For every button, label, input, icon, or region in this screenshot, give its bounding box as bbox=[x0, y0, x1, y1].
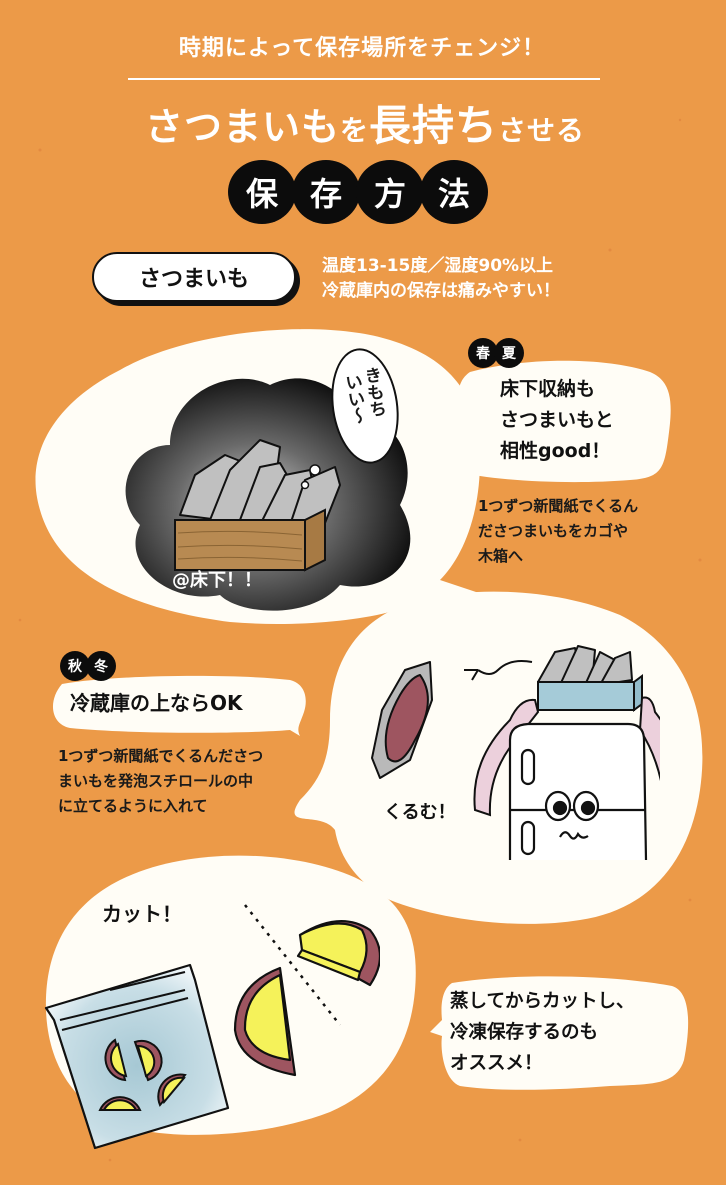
desc-line: 1つずつ新聞紙でくるん bbox=[478, 497, 639, 515]
desc-line: ださつまいもをカゴや bbox=[478, 522, 629, 540]
wooden-box-icon bbox=[174, 508, 326, 572]
bubble-line: 相性good！ bbox=[500, 440, 611, 462]
badge-autumn: 秋 bbox=[60, 651, 90, 681]
info-line: 温度13-15度／湿度90%以上 bbox=[322, 256, 554, 276]
title-circle: 存 bbox=[292, 160, 360, 224]
bubble-line: 蒸してからカットし、 bbox=[450, 991, 635, 1012]
info-line: 冷蔵庫内の保存は痛みやすい！ bbox=[322, 281, 560, 301]
title-circle: 保 bbox=[228, 160, 296, 224]
right-arm bbox=[638, 696, 660, 782]
wrap-label: くるむ！ bbox=[384, 802, 456, 823]
styrofoam-box-icon bbox=[537, 674, 643, 712]
underfloor-label: @床下！！ bbox=[172, 570, 262, 591]
season-badge-spring-summer: 春 夏 bbox=[468, 338, 524, 368]
freezer-bag-icon bbox=[44, 963, 230, 1150]
spring-summer-bubble-text: 床下収納も さつまいもと 相性good！ bbox=[500, 374, 614, 467]
subtitle-underline bbox=[128, 78, 600, 80]
desc-line: 木箱へ bbox=[478, 547, 524, 565]
sweet-potato-pill: さつまいも bbox=[92, 252, 296, 302]
title-part: させる bbox=[498, 114, 586, 147]
title-circle: 法 bbox=[420, 160, 488, 224]
fridge-illustration bbox=[371, 645, 660, 860]
bubble-line: 床下収納も bbox=[500, 378, 596, 400]
autumn-winter-description: 1つずつ新聞紙でくるんださつ まいもを発泡スチロールの中 に立てるように入れて bbox=[58, 744, 263, 819]
desc-line: に立てるように入れて bbox=[58, 797, 208, 815]
bubble-spring-summer bbox=[455, 360, 671, 483]
autumn-winter-bubble-text: 冷蔵庫の上ならOK bbox=[70, 691, 243, 715]
freeze-illustration bbox=[44, 904, 380, 1150]
badge-summer: 夏 bbox=[494, 338, 524, 368]
bubble-line: オススメ！ bbox=[450, 1053, 543, 1074]
potato-pieces-icon bbox=[98, 1038, 187, 1111]
arrow-icon bbox=[464, 660, 533, 681]
spring-summer-description: 1つずつ新聞紙でくるん ださつまいもをカゴや 木箱へ bbox=[478, 494, 638, 569]
wrapped-potato-icon bbox=[371, 661, 433, 779]
cut-potato-icon bbox=[233, 920, 380, 1077]
bubble-freeze bbox=[430, 976, 689, 1090]
cut-label: カット！ bbox=[102, 902, 182, 926]
badge-winter: 冬 bbox=[86, 651, 116, 681]
title-circles: 保 存 方 法 bbox=[228, 160, 488, 224]
title-part: 長持ち bbox=[369, 101, 499, 150]
bubble-line: 冷凍保存するのも bbox=[450, 1022, 599, 1043]
bubble-autumn-winter bbox=[52, 675, 306, 736]
freeze-bubble-text: 蒸してからカットし、 冷凍保存するのも オススメ！ bbox=[450, 986, 634, 1079]
title-circle: 方 bbox=[356, 160, 424, 224]
desc-line: 1つずつ新聞紙でくるんださつ bbox=[58, 747, 264, 765]
subtitle: 時期によって保存場所をチェンジ！ bbox=[178, 36, 546, 61]
desc-line: まいもを発泡スチロールの中 bbox=[58, 772, 254, 790]
title-part: さつまいも bbox=[144, 105, 340, 149]
storage-conditions: 温度13-15度／湿度90%以上 冷蔵庫内の保存は痛みやすい！ bbox=[322, 254, 560, 304]
fridge-character-icon bbox=[508, 722, 648, 860]
badge-spring: 春 bbox=[468, 338, 498, 368]
title-part: を bbox=[339, 114, 369, 147]
main-title: さつまいもを長持ちさせる bbox=[60, 92, 670, 153]
bubble-line: さつまいもと bbox=[500, 409, 614, 431]
cut-line bbox=[244, 904, 341, 1026]
season-badge-autumn-winter: 秋 冬 bbox=[60, 651, 116, 681]
